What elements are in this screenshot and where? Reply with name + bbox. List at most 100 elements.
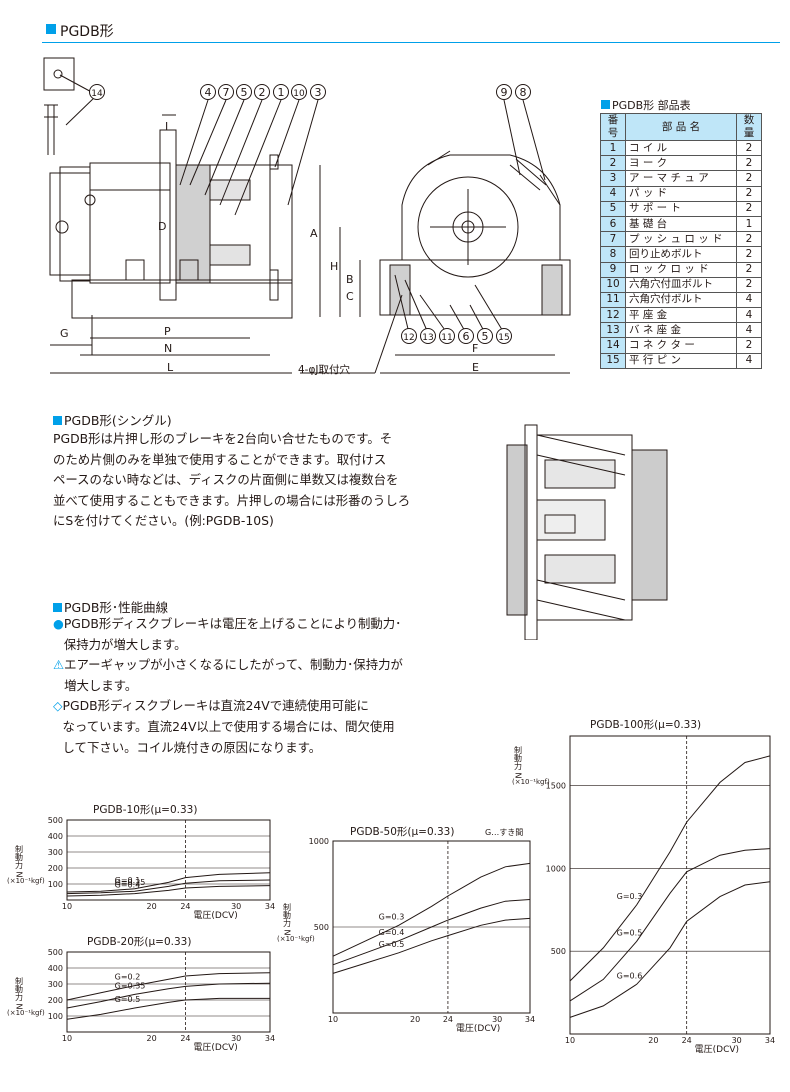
x-tick-label: 20: [410, 1015, 420, 1024]
y-tick-label: 200: [48, 996, 63, 1005]
x-tick-label: 24: [180, 902, 190, 911]
part-name: バ ネ 座 金: [625, 322, 737, 339]
x-tick-label: 30: [492, 1015, 502, 1024]
callout-12: 12: [403, 333, 414, 343]
series-label: G=0.4: [379, 928, 405, 937]
part-name: ア ー マ チ ュ ア: [625, 170, 737, 187]
part-qty: 2: [736, 185, 762, 202]
series-label: G=0.25: [115, 878, 146, 887]
part-qty: 1: [736, 215, 762, 233]
callout-1: 1: [278, 86, 285, 99]
series-label: G=0.3: [379, 912, 405, 921]
part-number: 6: [600, 215, 626, 233]
warning-triangle-icon: ⚠: [53, 657, 65, 673]
series-line: [66, 997, 270, 1020]
part-qty: 2: [736, 261, 762, 278]
x-tick-label: 30: [231, 1034, 241, 1043]
part-qty: 2: [736, 246, 762, 263]
part-qty: 2: [736, 231, 762, 248]
diamond-icon: ◇: [53, 698, 63, 714]
y-tick-label: 1000: [546, 864, 566, 873]
dim-N: N: [164, 342, 172, 355]
x-axis-label: 電圧(DCV): [193, 910, 237, 921]
single-description: PGDB形は片押し形のブレーキを2台向い合せたものです。そ のため片側のみを単独…: [53, 431, 411, 529]
y-tick-label: 400: [48, 832, 63, 841]
callout-3: 3: [315, 86, 322, 99]
callout-8: 8: [520, 86, 527, 99]
series-line: [66, 982, 271, 1009]
series-line: [569, 881, 771, 1018]
part-qty: 2: [736, 155, 762, 172]
part-qty: 2: [736, 170, 762, 187]
x-tick-label: 24: [180, 1034, 190, 1043]
chart-title: PGDB-10形(μ=0.33): [93, 804, 197, 816]
parts-table-title: PGDB形 部品表: [601, 97, 691, 113]
callout-10: 10: [293, 89, 305, 99]
dim-A: A: [310, 227, 318, 240]
part-name: サ ポ ー ト: [625, 200, 737, 217]
part-name: ヨ ー ク: [625, 155, 737, 172]
connector-box: [43, 57, 75, 91]
y-axis-label: 制動力 N: [15, 976, 24, 1010]
part-name: 平 行 ピ ン: [625, 352, 737, 369]
series-label: G=0.5: [617, 928, 643, 937]
y-tick-label: 100: [48, 1012, 63, 1021]
y-tick-label: 200: [48, 864, 63, 873]
dim-hole: 4-φJ取付穴: [298, 363, 350, 376]
plot-frame: [569, 735, 771, 1035]
y-tick-label: 1000: [309, 837, 329, 846]
callout-9: 9: [501, 86, 508, 99]
series-label: G=0.2: [115, 973, 141, 982]
plot-frame: [66, 819, 271, 901]
callout-5b: 5: [482, 330, 489, 343]
y-tick-label: 500: [551, 947, 566, 956]
part-qty: 4: [736, 291, 762, 309]
part-name: コ イ ル: [625, 139, 737, 157]
callout-2: 2: [259, 86, 266, 99]
dim-H: H: [330, 260, 338, 273]
part-name: 基 礎 台: [625, 215, 737, 233]
callout-7: 7: [223, 86, 230, 99]
header-marker: [46, 24, 56, 34]
part-number: 4: [600, 185, 626, 202]
single-section-drawing: [506, 424, 668, 640]
y-axis-label-group: 制動力 N: [514, 745, 523, 779]
series-line: [66, 872, 271, 893]
bullet-3: ◇ PGDB形ディスクブレーキは直流24Vで連続使用可能になっています。直流24…: [53, 696, 428, 758]
part-number: 8: [600, 246, 626, 263]
x-tick-label: 10: [328, 1015, 338, 1024]
part-qty: 2: [736, 200, 762, 217]
x-tick-label: 20: [146, 902, 156, 911]
series-label: G=0.6: [617, 971, 643, 980]
part-name: コ ネ ク タ ー: [625, 337, 737, 354]
series-line: [332, 917, 531, 974]
single-section-title: PGDB形(シングル): [53, 410, 172, 429]
y-unit-label: (×10⁻¹kgf): [512, 778, 550, 786]
callout-11: 11: [441, 333, 452, 343]
x-tick-label: 24: [443, 1015, 453, 1024]
x-tick-label: 10: [62, 902, 72, 911]
x-tick-label: 34: [265, 1034, 275, 1043]
series-line: [66, 972, 271, 1001]
part-number: 5: [600, 200, 626, 217]
y-unit-label: (×10⁻¹kgf): [277, 935, 315, 943]
dim-P: P: [164, 325, 171, 338]
y-tick-label: 500: [314, 923, 329, 932]
part-name: ロ ッ ク ロ ッ ド: [625, 261, 737, 278]
part-number: 10: [600, 276, 626, 293]
col-qty: 数量: [736, 113, 762, 141]
x-axis-label: 電圧(DCV): [695, 1044, 739, 1055]
chart-note: G…すき間: [485, 828, 523, 837]
part-number: 2: [600, 155, 626, 172]
